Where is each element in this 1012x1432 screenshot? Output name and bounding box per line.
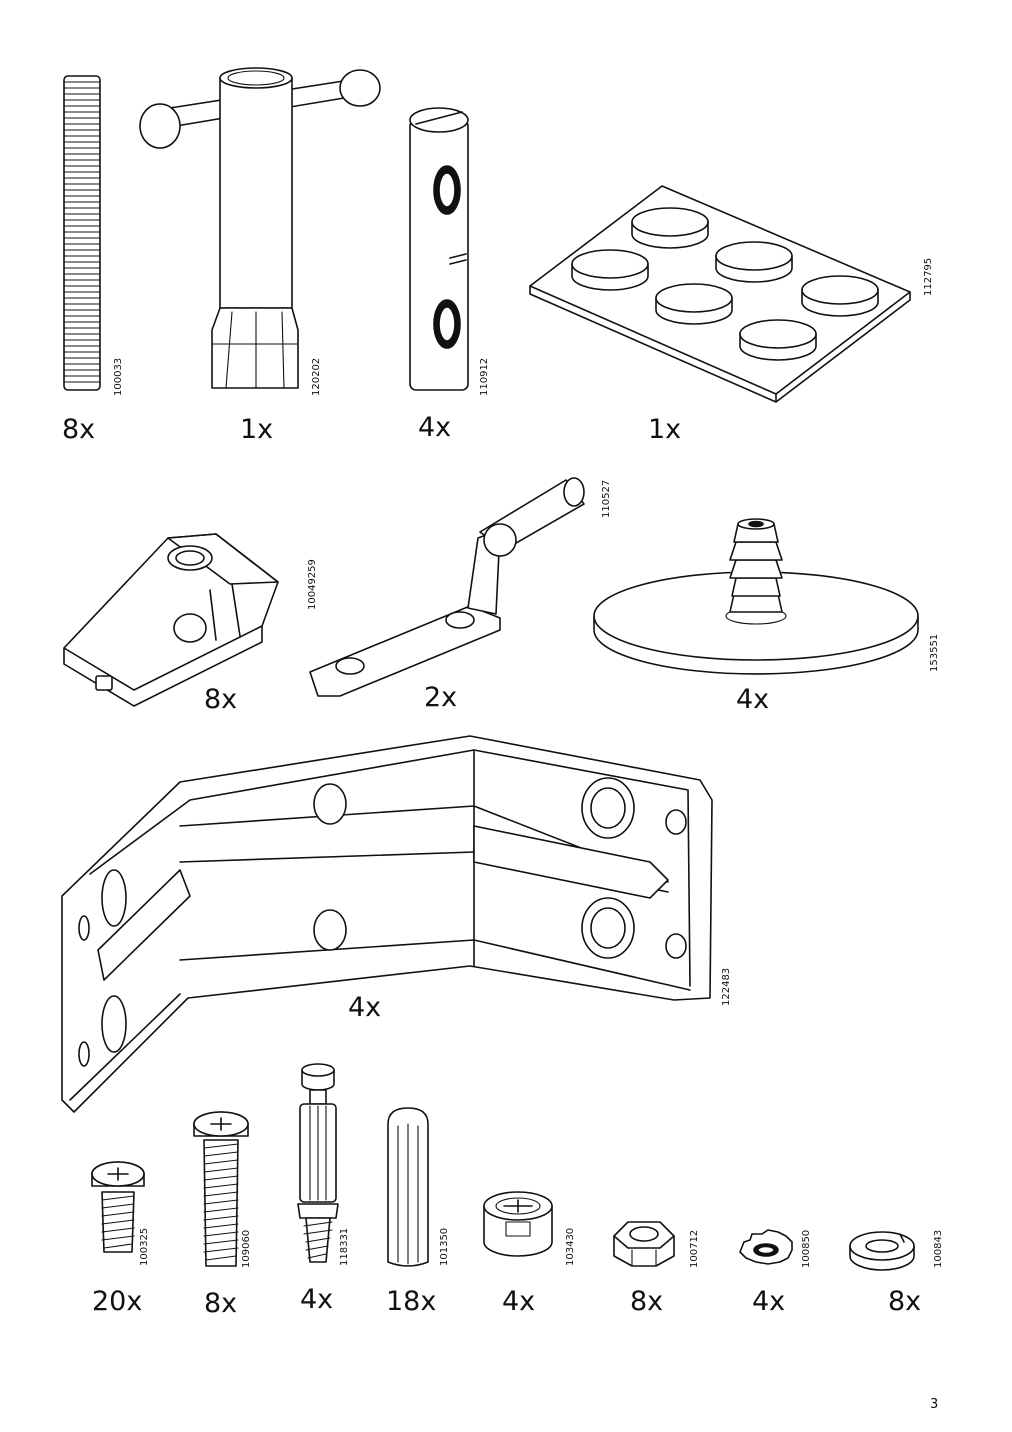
- cam-lock-icon: [483, 1191, 553, 1257]
- spring-washer-icon: [849, 1231, 915, 1271]
- qty-label: 8x: [204, 684, 238, 715]
- qty-label: 4x: [348, 992, 382, 1023]
- qty-label: 4x: [502, 1286, 536, 1317]
- hinge-pin-icon: [309, 477, 585, 697]
- part-code: 110912: [479, 357, 490, 396]
- part-code: 120202: [311, 357, 322, 396]
- part-code: 10049259: [307, 559, 318, 610]
- part-code: 100850: [801, 1229, 812, 1268]
- part-code: 153551: [929, 633, 940, 672]
- adjustable-foot-icon: [593, 518, 919, 675]
- qty-label: 20x: [92, 1286, 143, 1317]
- corner-bracket-icon: [61, 735, 713, 1113]
- toothed-washer-icon: [739, 1229, 793, 1265]
- qty-label: 8x: [204, 1288, 238, 1319]
- short-screw-icon: [91, 1161, 145, 1253]
- qty-label: 4x: [300, 1284, 334, 1315]
- qty-label: 2x: [424, 682, 458, 713]
- part-code: 109060: [241, 1229, 252, 1268]
- qty-label: 4x: [418, 412, 452, 443]
- part-code: 110527: [601, 479, 612, 518]
- felt-pad-sheet-icon: [529, 185, 911, 403]
- part-code: 100033: [113, 357, 124, 396]
- part-code: 122483: [721, 967, 732, 1006]
- part-code: 118331: [339, 1227, 350, 1266]
- connector-bolt-icon: [297, 1063, 339, 1263]
- cross-dowel-pin-icon: [409, 107, 469, 391]
- qty-label: 4x: [752, 1286, 786, 1317]
- threaded-rod-icon: [63, 75, 101, 391]
- t-handle-tool-icon: [139, 67, 381, 389]
- qty-label: 1x: [240, 414, 274, 445]
- long-screw-icon: [193, 1111, 249, 1267]
- part-code: 112795: [923, 257, 934, 296]
- part-code: 103430: [565, 1227, 576, 1266]
- shelf-support-icon: [63, 533, 279, 707]
- qty-label: 4x: [736, 684, 770, 715]
- qty-label: 18x: [386, 1286, 437, 1317]
- part-code: 100712: [689, 1229, 700, 1268]
- qty-label: 8x: [62, 414, 96, 445]
- part-code: 100325: [139, 1227, 150, 1266]
- hex-nut-icon: [613, 1221, 675, 1267]
- part-code: 100843: [933, 1229, 944, 1268]
- qty-label: 8x: [888, 1286, 922, 1317]
- qty-label: 1x: [648, 414, 682, 445]
- qty-label: 8x: [630, 1286, 664, 1317]
- wooden-dowel-icon: [387, 1107, 429, 1267]
- part-code: 101350: [439, 1227, 450, 1266]
- page-number: 3: [930, 1397, 939, 1412]
